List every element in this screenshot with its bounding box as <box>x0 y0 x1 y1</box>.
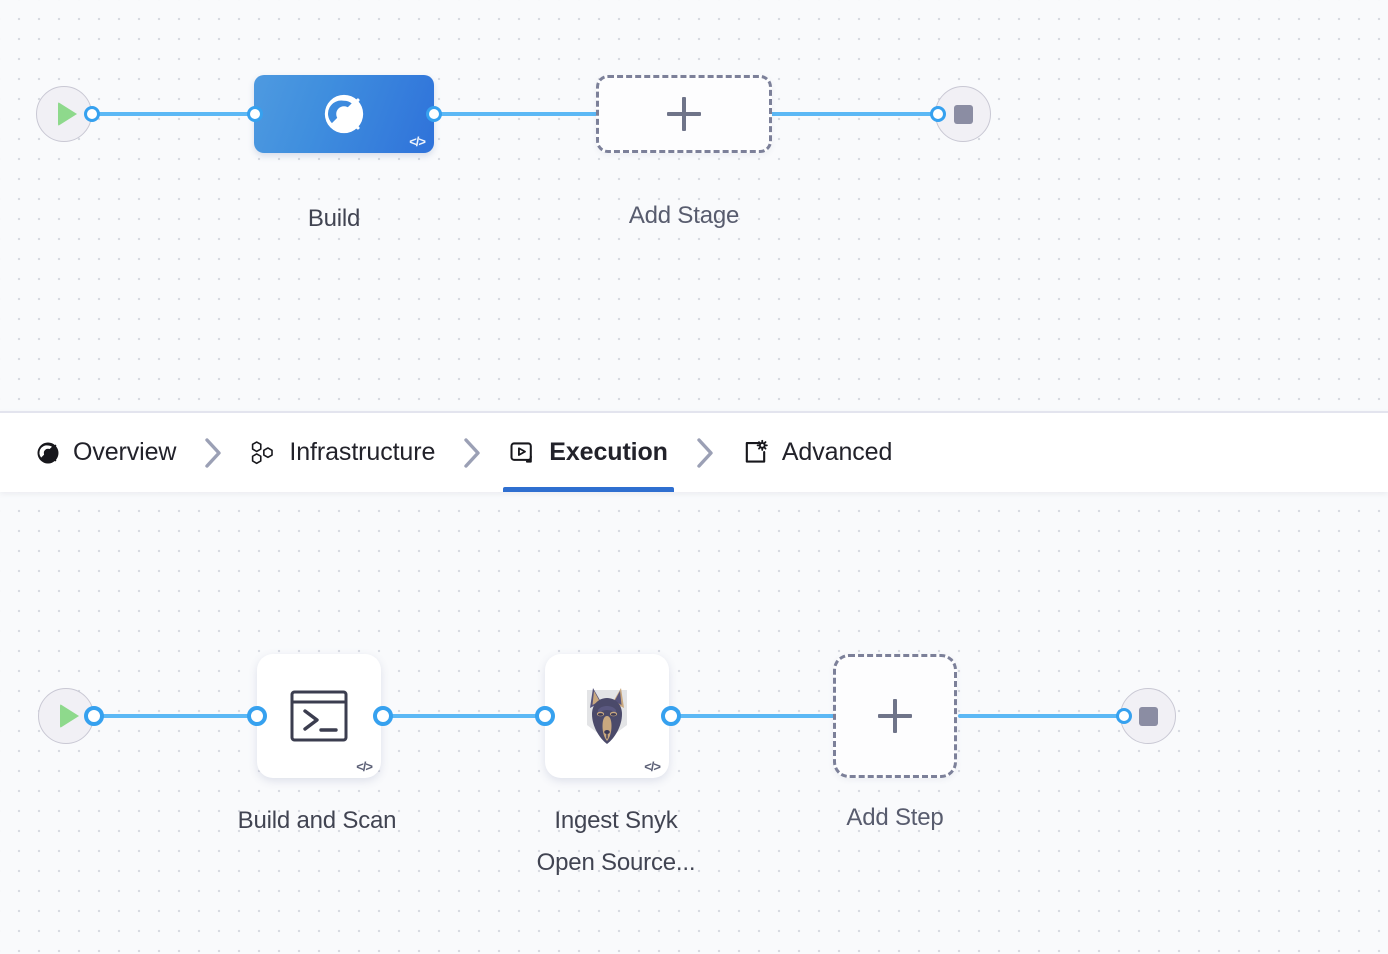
tab-advanced[interactable]: Advanced <box>736 413 898 492</box>
code-badge: </> <box>409 134 426 149</box>
chevron-right-icon <box>441 413 503 492</box>
port-end-in[interactable] <box>930 106 946 122</box>
edge-build-and-scan-to-snyk <box>382 714 545 718</box>
build-scan-icon <box>324 94 364 134</box>
play-box-icon <box>509 439 536 466</box>
chevron-right-icon <box>674 413 736 492</box>
snyk-dog-icon <box>587 688 627 744</box>
tab-infrastructure[interactable]: Infrastructure <box>244 413 441 492</box>
stage-caption-add-stage: Add Stage <box>628 202 740 229</box>
build-scan-icon <box>36 441 60 465</box>
port-exec-end-in[interactable] <box>1116 708 1132 724</box>
edge-start-to-build <box>92 112 256 116</box>
port-exec-start-out[interactable] <box>84 706 104 726</box>
tab-label-execution: Execution <box>549 438 668 466</box>
stop-icon <box>953 104 973 124</box>
step-caption-build-and-scan: Build and Scan <box>237 807 397 834</box>
edge-build-to-addstage <box>432 112 598 116</box>
port-start-out[interactable] <box>84 106 100 122</box>
step-node-build-and-scan[interactable]: </> <box>257 654 381 778</box>
play-icon <box>57 102 77 126</box>
play-icon <box>59 704 79 728</box>
active-tab-underline <box>503 487 674 492</box>
code-badge: </> <box>644 759 661 774</box>
chevron-right-icon <box>182 413 244 492</box>
port-ingest-snyk-in[interactable] <box>535 706 555 726</box>
execution-steps-canvas[interactable]: </> <box>0 492 1388 954</box>
stage-caption-build: Build <box>307 205 361 232</box>
edge-snyk-to-add-step <box>670 714 835 718</box>
add-stage-node[interactable] <box>596 75 772 153</box>
edge-start-to-build-and-scan <box>94 714 258 718</box>
stages-canvas[interactable]: </> Build Add Stage <box>0 0 1388 411</box>
stop-icon <box>1138 706 1158 726</box>
stage-config-tabbar: Overview Infrastructure Execution <box>0 411 1388 492</box>
port-ingest-snyk-out[interactable] <box>661 706 681 726</box>
step-node-ingest-snyk[interactable]: </> <box>545 654 669 778</box>
tab-execution[interactable]: Execution <box>503 413 674 492</box>
tab-label-advanced: Advanced <box>781 438 893 466</box>
hexagons-icon <box>250 440 276 466</box>
stage-node-build[interactable]: </> <box>254 75 434 153</box>
tab-label-infrastructure: Infrastructure <box>289 438 436 466</box>
port-build-in[interactable] <box>247 106 263 122</box>
step-caption-ingest-snyk: Ingest Snyk Open Source... <box>536 807 696 876</box>
edge-addstage-to-end <box>770 112 938 116</box>
plus-icon <box>667 97 701 131</box>
port-build-and-scan-in[interactable] <box>247 706 267 726</box>
add-step-node[interactable] <box>833 654 957 778</box>
tab-label-overview: Overview <box>73 438 177 466</box>
frame-gear-icon <box>742 439 769 466</box>
code-badge: </> <box>356 759 373 774</box>
step-caption-add-step: Add Step <box>846 804 944 831</box>
plus-icon <box>878 699 912 733</box>
edge-add-step-to-end <box>958 714 1124 718</box>
tab-overview[interactable]: Overview <box>30 413 182 492</box>
port-build-out[interactable] <box>426 106 442 122</box>
terminal-icon <box>290 690 348 742</box>
port-build-and-scan-out[interactable] <box>373 706 393 726</box>
